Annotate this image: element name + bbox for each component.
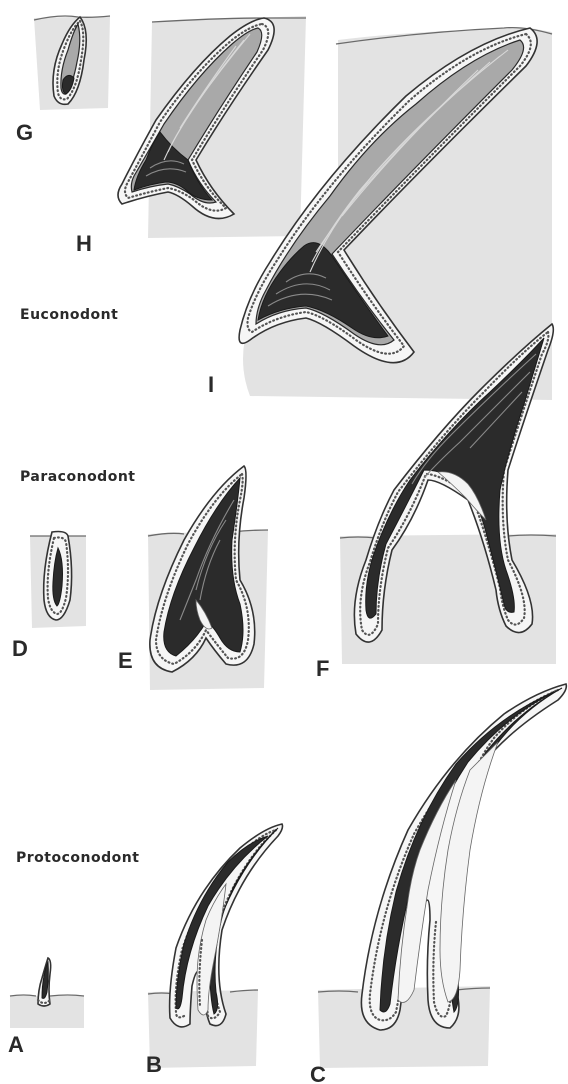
panel-b-protoconodont-mid xyxy=(148,824,283,1068)
panel-d-paraconodont-early xyxy=(30,532,86,629)
panel-e-paraconodont-mid xyxy=(148,466,268,690)
label-a: A xyxy=(8,1032,24,1057)
label-h: H xyxy=(76,231,92,256)
label-euconodont: Euconodont xyxy=(20,307,118,323)
label-i: I xyxy=(208,372,214,397)
panel-a-protoconodont-early xyxy=(10,958,84,1028)
label-b: B xyxy=(146,1052,162,1077)
panel-h-euconodont-mid xyxy=(118,16,306,238)
panel-c-protoconodont-late xyxy=(318,684,566,1068)
panel-g-euconodont-early xyxy=(34,16,110,110)
label-e: E xyxy=(118,648,133,673)
label-protoconodont: Protoconodont xyxy=(16,850,139,866)
label-g: G xyxy=(16,120,33,145)
label-paraconodont: Paraconodont xyxy=(20,469,135,485)
label-d: D xyxy=(12,636,28,661)
label-c: C xyxy=(310,1062,326,1084)
label-f: F xyxy=(316,656,329,681)
